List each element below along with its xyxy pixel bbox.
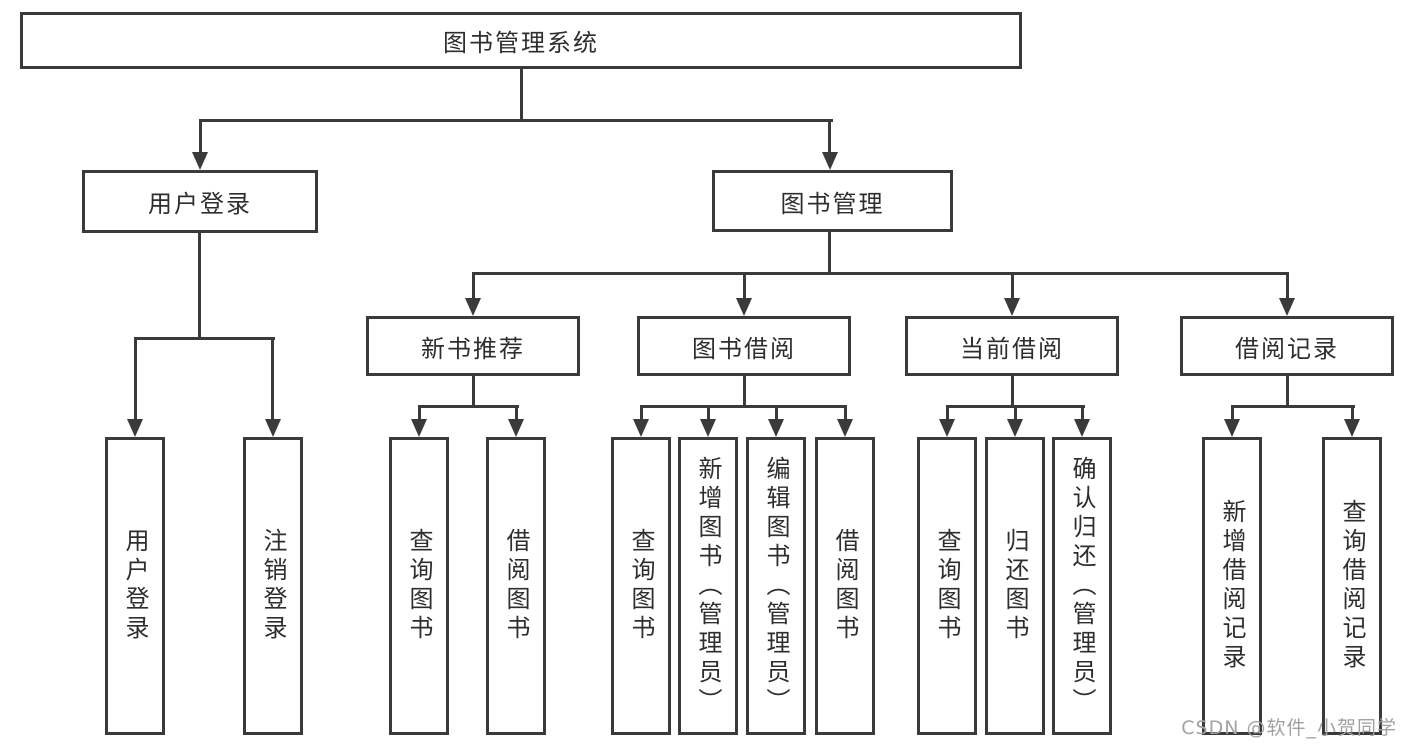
leaf-return-books: 归还图书: [985, 437, 1045, 735]
arrow-down-icon: [1279, 298, 1295, 316]
connector-vline: [1011, 375, 1014, 405]
arrow-down-icon: [837, 419, 853, 437]
leaf-user-login: 用户登录: [105, 437, 165, 735]
node-current-borrow-label: 当前借阅: [960, 334, 1064, 363]
leaf-label: 新增借阅记录: [1218, 499, 1246, 673]
leaf-label: 新增图书（管理员）: [694, 455, 722, 717]
connector-vline: [134, 337, 137, 421]
connector-vline: [1286, 375, 1289, 405]
connector-vline: [1351, 405, 1354, 421]
node-root-label: 图书管理系统: [443, 29, 599, 57]
connector-vline: [418, 405, 421, 421]
leaf-label: 编辑图书（管理员）: [762, 455, 790, 717]
node-user-login: 用户登录: [82, 170, 318, 233]
connector-vline: [1081, 405, 1084, 421]
arrow-down-icon: [508, 419, 524, 437]
leaf-logout: 注销登录: [243, 437, 303, 735]
leaf-label: 查询图书: [627, 528, 655, 644]
leaf-label: 查询图书: [405, 528, 433, 644]
node-current-borrow: 当前借阅: [905, 316, 1119, 376]
connector-hline: [1231, 405, 1355, 408]
connector-vline: [198, 233, 201, 337]
connector-vline: [515, 405, 518, 421]
connector-vline: [520, 69, 523, 120]
leaf-label: 注销登录: [259, 528, 287, 644]
node-new-book-recommend-label: 新书推荐: [421, 334, 525, 363]
arrow-down-icon: [265, 419, 281, 437]
arrow-down-icon: [768, 419, 784, 437]
arrow-down-icon: [1224, 419, 1240, 437]
connector-hline: [418, 405, 519, 408]
connector-vline: [472, 272, 475, 300]
arrow-down-icon: [1004, 298, 1020, 316]
node-borrow-records: 借阅记录: [1180, 316, 1394, 376]
arrow-down-icon: [465, 298, 481, 316]
connector-vline: [828, 232, 831, 272]
connector-vline: [946, 405, 949, 421]
leaf-confirm-return-admin: 确认归还（管理员）: [1052, 437, 1112, 735]
watermark-text: CSDN @软件_小贺同学: [1181, 717, 1397, 739]
connector-vline: [775, 405, 778, 421]
arrow-down-icon: [1007, 419, 1023, 437]
connector-hline: [134, 337, 275, 340]
connector-vline: [743, 375, 746, 405]
arrow-down-icon: [127, 419, 143, 437]
leaf-query-books-borrow: 查询图书: [611, 437, 671, 735]
connector-vline: [199, 119, 202, 154]
connector-vline: [844, 405, 847, 421]
connector-vline: [472, 375, 475, 405]
leaf-query-books-recommend: 查询图书: [389, 437, 449, 735]
connector-vline: [743, 272, 746, 300]
arrow-down-icon: [939, 419, 955, 437]
leaf-label: 借阅图书: [831, 528, 859, 644]
node-borrow-records-label: 借阅记录: [1235, 334, 1339, 363]
node-book-borrow-label: 图书借阅: [692, 334, 796, 363]
connector-vline: [1231, 405, 1234, 421]
leaf-label: 借阅图书: [502, 528, 530, 644]
connector-vline: [1014, 405, 1017, 421]
arrow-down-icon: [736, 298, 752, 316]
connector-vline: [828, 119, 831, 154]
node-book-borrow: 图书借阅: [637, 316, 851, 376]
arrow-down-icon: [633, 419, 649, 437]
leaf-edit-book-admin: 编辑图书（管理员）: [746, 437, 806, 735]
connector-vline: [640, 405, 643, 421]
connector-vline: [1286, 272, 1289, 300]
leaf-add-book-admin: 新增图书（管理员）: [678, 437, 738, 735]
arrow-down-icon: [1074, 419, 1090, 437]
leaf-add-borrow-record: 新增借阅记录: [1202, 437, 1262, 735]
leaf-label: 查询图书: [933, 528, 961, 644]
node-user-login-label: 用户登录: [148, 190, 252, 218]
arrow-down-icon: [411, 419, 427, 437]
arrow-down-icon: [192, 152, 208, 170]
connector-vline: [707, 405, 710, 421]
node-book-management: 图书管理: [712, 170, 953, 232]
connector-hline: [199, 119, 833, 122]
arrow-down-icon: [1344, 419, 1360, 437]
node-book-management-label: 图书管理: [780, 189, 885, 218]
leaf-label: 查询借阅记录: [1338, 499, 1366, 673]
leaf-query-books-current: 查询图书: [917, 437, 977, 735]
connector-vline: [271, 337, 274, 421]
connector-vline: [1011, 272, 1014, 300]
connector-hline: [472, 272, 1289, 275]
node-root: 图书管理系统: [20, 12, 1022, 69]
leaf-borrow-books: 借阅图书: [815, 437, 875, 735]
leaf-label: 用户登录: [121, 528, 149, 644]
leaf-borrow-books-recommend: 借阅图书: [486, 437, 546, 735]
node-new-book-recommend: 新书推荐: [366, 316, 580, 376]
connector-hline: [640, 405, 847, 408]
leaf-label: 确认归还（管理员）: [1068, 455, 1096, 717]
leaf-label: 归还图书: [1001, 528, 1029, 644]
arrow-down-icon: [822, 152, 838, 170]
leaf-query-borrow-record: 查询借阅记录: [1322, 437, 1382, 735]
arrow-down-icon: [700, 419, 716, 437]
